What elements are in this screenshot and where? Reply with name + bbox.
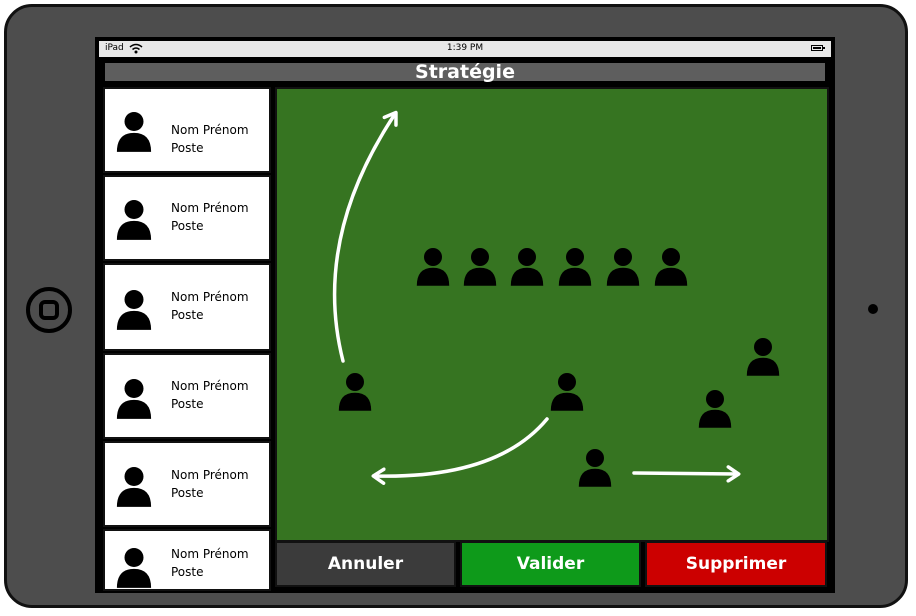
person-icon[interactable] xyxy=(510,248,544,286)
home-button[interactable] xyxy=(26,287,72,333)
person-icon xyxy=(115,376,153,420)
cancel-button[interactable]: Annuler xyxy=(275,541,456,587)
person-icon[interactable] xyxy=(698,390,732,428)
person-icon xyxy=(115,109,153,153)
person-icon[interactable] xyxy=(416,248,450,286)
player-name: Nom Prénom xyxy=(171,547,249,561)
player-card-4[interactable]: Nom Prénom Poste xyxy=(103,353,271,439)
player-name: Nom Prénom xyxy=(171,379,249,393)
status-bar: iPad 1:39 PM xyxy=(99,41,831,57)
player-card-1[interactable]: Nom Prénom Poste xyxy=(103,87,271,173)
person-icon[interactable] xyxy=(578,449,612,487)
person-icon xyxy=(115,545,153,589)
camera-icon xyxy=(868,304,878,314)
person-icon xyxy=(115,464,153,508)
player-role: Poste xyxy=(171,486,204,500)
player-card-6[interactable]: Nom Prénom Poste xyxy=(103,529,271,591)
arrow-icon[interactable] xyxy=(332,110,398,363)
player-role: Poste xyxy=(171,308,204,322)
person-icon[interactable] xyxy=(550,373,584,411)
validate-button[interactable]: Valider xyxy=(460,541,641,587)
person-icon[interactable] xyxy=(558,248,592,286)
person-icon[interactable] xyxy=(606,248,640,286)
player-role: Poste xyxy=(171,219,204,233)
ipad-frame: iPad 1:39 PM Stratégie Nom Prénom Poste … xyxy=(4,4,908,608)
player-name: Nom Prénom xyxy=(171,468,249,482)
strategy-field[interactable] xyxy=(275,87,829,542)
wifi-icon xyxy=(129,43,143,54)
player-card-2[interactable]: Nom Prénom Poste xyxy=(103,175,271,261)
person-icon[interactable] xyxy=(746,338,780,376)
screen: iPad 1:39 PM Stratégie Nom Prénom Poste … xyxy=(95,37,835,593)
status-time: 1:39 PM xyxy=(446,43,484,53)
status-device-label: iPad xyxy=(105,43,124,53)
page-title: Stratégie xyxy=(103,61,827,83)
player-role: Poste xyxy=(171,397,204,411)
person-icon[interactable] xyxy=(338,373,372,411)
arrow-icon[interactable] xyxy=(632,465,741,483)
person-icon xyxy=(115,287,153,331)
person-icon xyxy=(115,197,153,241)
arrow-icon[interactable] xyxy=(371,417,549,485)
delete-button[interactable]: Supprimer xyxy=(645,541,827,587)
battery-icon xyxy=(811,45,825,51)
player-card-3[interactable]: Nom Prénom Poste xyxy=(103,263,271,351)
player-role: Poste xyxy=(171,565,204,579)
player-name: Nom Prénom xyxy=(171,123,249,137)
player-list: Nom Prénom Poste Nom Prénom Poste Nom Pr… xyxy=(101,87,271,591)
player-role: Poste xyxy=(171,141,204,155)
player-card-5[interactable]: Nom Prénom Poste xyxy=(103,441,271,527)
person-icon[interactable] xyxy=(654,248,688,286)
player-name: Nom Prénom xyxy=(171,290,249,304)
person-icon[interactable] xyxy=(463,248,497,286)
player-name: Nom Prénom xyxy=(171,201,249,215)
